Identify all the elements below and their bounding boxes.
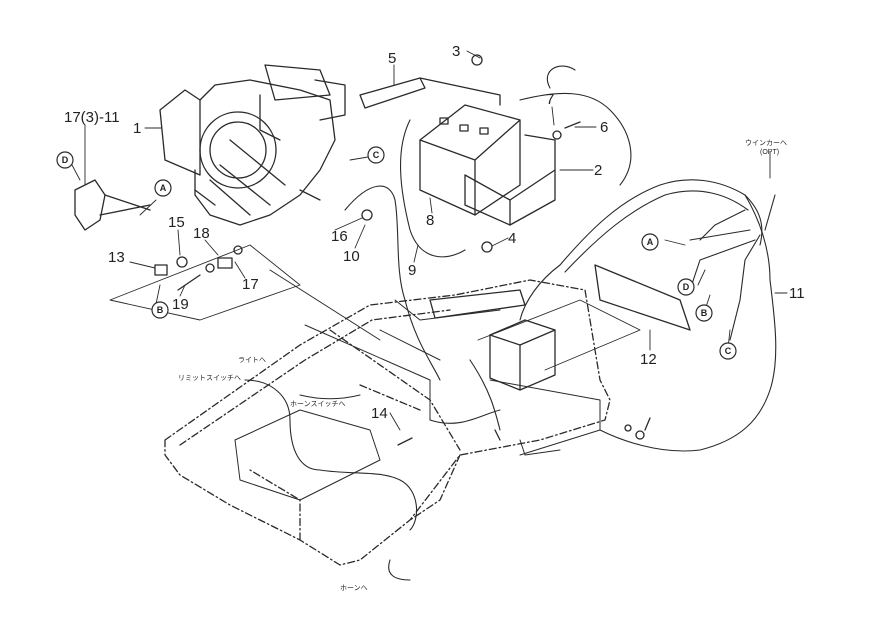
wire-harness	[519, 179, 777, 452]
connector-letter-c-right: C	[725, 346, 732, 356]
part-number-labels: 1 2 3 4 5 6 7 8 9 10 11 12 13 14 15 16 1…	[64, 43, 805, 422]
connector-circle-c-top	[367, 146, 385, 164]
part-label-4: 4	[508, 230, 516, 247]
connector-circle-c-right	[719, 342, 737, 360]
note-horn-switch: ホーンスイッチへ	[290, 400, 346, 408]
part-label-11: 11	[789, 285, 805, 302]
connector-circle-d-right	[677, 278, 695, 296]
part-label-9: 9	[408, 262, 416, 279]
part-label-8: 8	[426, 212, 434, 229]
part-label-18: 18	[193, 225, 210, 242]
connector-letter-c-top: C	[373, 150, 380, 160]
part-label-2: 2	[594, 162, 602, 179]
chassis-frame	[164, 279, 611, 566]
floor-plate	[234, 269, 601, 501]
part-label-13: 13	[108, 249, 125, 266]
part-label-10: 10	[343, 248, 360, 265]
connector-letter-d-right: D	[683, 282, 690, 292]
connector-markers	[56, 146, 737, 360]
connector-circle-b-right	[695, 304, 713, 322]
engine-assembly	[159, 64, 346, 226]
connector-circle-b-left	[151, 301, 169, 319]
battery-bracket	[464, 134, 556, 226]
hold-down-bar	[359, 77, 501, 109]
part-label-16: 16	[331, 228, 348, 245]
part-label-5: 5	[388, 50, 396, 67]
floor-harness	[244, 359, 501, 581]
battery	[419, 104, 521, 216]
connector-letter-a-right: A	[647, 237, 654, 247]
part-label-7: 7	[546, 91, 554, 108]
note-winker-opt: (OPT)	[760, 149, 779, 156]
connector-letter-b-left: B	[157, 305, 164, 315]
assembly-outline	[109, 244, 641, 371]
note-winker: ウインカーへ	[745, 139, 787, 147]
part-label-17-ref: 17(3)-11	[64, 109, 120, 126]
note-horn: ホーンへ	[340, 584, 368, 592]
note-light: ライトへ	[238, 356, 266, 364]
connector-circle-a-left	[154, 179, 172, 197]
connector-letters: D A C B A D B C	[62, 150, 732, 356]
leader-lines	[71, 50, 788, 431]
note-limit-switch: リミットスイッチへ	[178, 374, 241, 382]
controller-box	[429, 264, 691, 391]
connector-letter-b-right: B	[701, 308, 708, 318]
hardware-pieces	[74, 54, 651, 446]
part-label-1: 1	[133, 120, 141, 137]
part-label-3: 3	[452, 43, 460, 60]
part-label-6: 6	[600, 119, 608, 136]
connector-circle-a-right	[641, 233, 659, 251]
connector-circle-d-left	[56, 151, 74, 169]
part-label-19: 19	[172, 296, 189, 313]
part-label-12: 12	[640, 351, 657, 368]
part-label-17: 17	[242, 276, 259, 293]
part-label-15: 15	[168, 214, 185, 231]
connector-letter-d-left: D	[62, 155, 69, 165]
part-label-14: 14	[371, 405, 388, 422]
battery-cables	[344, 65, 632, 381]
connector-letter-a-left: A	[160, 183, 167, 193]
destination-annotations: ウインカーへ (OPT) リミットスイッチへ ライトへ ホーンスイッチへ ホーン…	[178, 139, 787, 592]
